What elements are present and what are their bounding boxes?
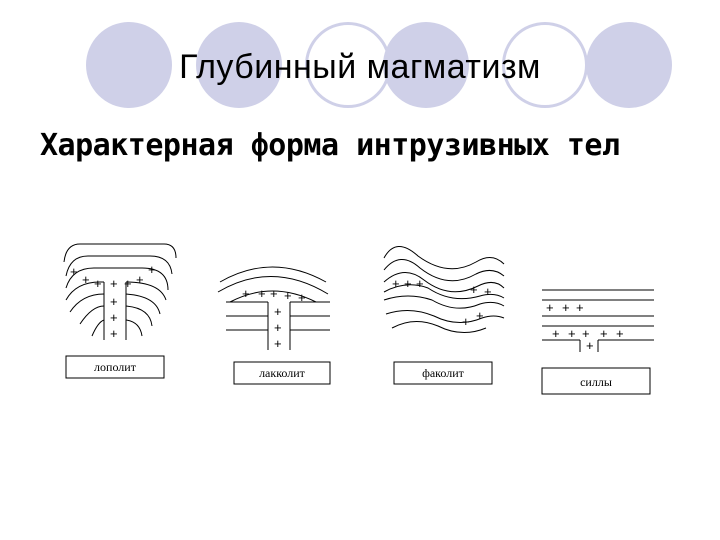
- svg-text:+: +: [110, 310, 118, 325]
- svg-text:+: +: [484, 284, 492, 299]
- svg-text:+: +: [298, 290, 306, 305]
- lopolith-label: лополит: [94, 360, 137, 374]
- svg-text:+: +: [562, 300, 570, 315]
- svg-text:+: +: [404, 276, 412, 291]
- svg-text:+: +: [284, 288, 292, 303]
- svg-text:+: +: [616, 326, 624, 341]
- svg-text:+: +: [274, 320, 282, 335]
- svg-text:+: +: [82, 272, 90, 287]
- svg-text:+: +: [600, 326, 608, 341]
- svg-text:+: +: [94, 276, 102, 291]
- svg-text:+: +: [124, 276, 132, 291]
- lopolith-plus-signs: + + + + + + + + + +: [70, 262, 156, 341]
- phacolith-plus-signs: + + + + + + +: [392, 276, 492, 329]
- svg-text:+: +: [70, 264, 78, 279]
- svg-text:+: +: [546, 300, 554, 315]
- phacolith-label: факолит: [422, 366, 465, 380]
- sills-label: силлы: [580, 375, 612, 389]
- svg-text:+: +: [552, 326, 560, 341]
- svg-text:+: +: [110, 294, 118, 309]
- svg-text:+: +: [416, 276, 424, 291]
- svg-text:+: +: [462, 314, 470, 329]
- svg-text:+: +: [270, 286, 278, 301]
- lopolith-figure: [64, 244, 176, 340]
- svg-text:+: +: [586, 338, 594, 353]
- svg-text:+: +: [568, 326, 576, 341]
- laccolith-label: лакколит: [259, 366, 306, 380]
- svg-text:+: +: [242, 286, 250, 301]
- svg-text:+: +: [136, 272, 144, 287]
- svg-text:+: +: [576, 300, 584, 315]
- svg-text:+: +: [274, 304, 282, 319]
- svg-text:+: +: [148, 262, 156, 277]
- svg-text:+: +: [476, 308, 484, 323]
- sills-figure: [542, 290, 654, 352]
- laccolith-plus-signs: + + + + + + + +: [242, 286, 306, 351]
- svg-text:+: +: [110, 276, 118, 291]
- svg-text:+: +: [258, 286, 266, 301]
- svg-text:+: +: [470, 282, 478, 297]
- svg-text:+: +: [110, 326, 118, 341]
- svg-text:+: +: [392, 276, 400, 291]
- svg-text:+: +: [274, 336, 282, 351]
